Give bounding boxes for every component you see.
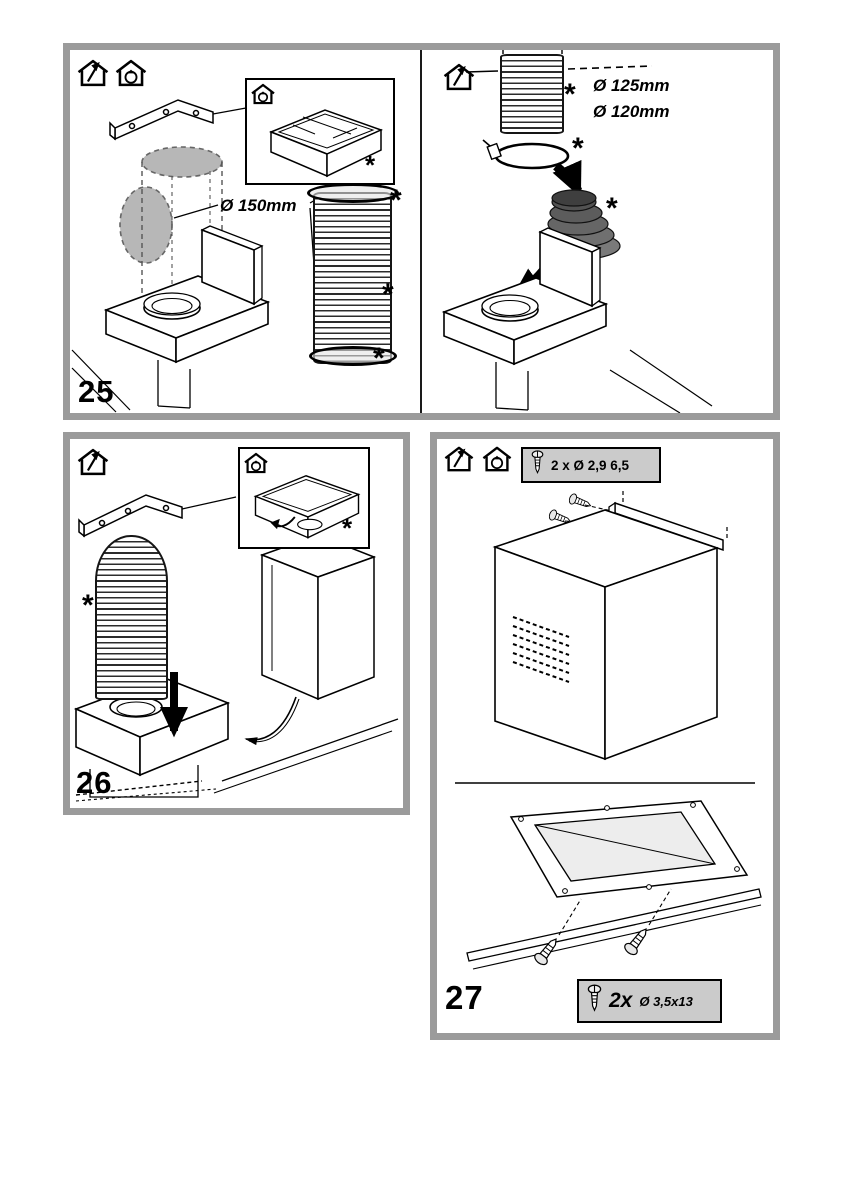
inset-leader-line — [212, 107, 247, 115]
recirculation-house-icon — [481, 445, 513, 478]
panel-step-25: * Ø 150mm * * * 25 Ø 125mm Ø 120mm * * * — [63, 43, 780, 420]
panel-step-26: * * 26 — [63, 432, 410, 815]
vented-house-icon — [442, 62, 476, 97]
screw-drawing — [622, 924, 653, 958]
vented-house-icon — [76, 447, 110, 482]
hose-clamp-bottom — [309, 346, 397, 366]
power-cable-drawing — [244, 696, 297, 746]
parts-box-bottom: 2x Ø 3,5x13 — [577, 979, 722, 1023]
floor-lines — [75, 718, 399, 796]
vented-house-icon — [443, 445, 475, 478]
mounting-plate-drawing — [466, 800, 762, 970]
parts-box-top: 2 x Ø 2,9 6,5 — [521, 447, 661, 483]
step-number: 27 — [445, 979, 484, 1016]
parts-size: Ø 3,5x13 — [639, 993, 693, 1009]
recirculation-house-icon — [114, 58, 148, 93]
bracket-drawing — [78, 494, 183, 538]
adapter-drawing — [268, 109, 384, 178]
screw-icon — [587, 983, 602, 1019]
asterisk-marker: * — [606, 192, 618, 225]
ceiling-line — [465, 50, 653, 73]
recirculation-house-icon — [250, 83, 276, 110]
asterisk-marker: * — [373, 342, 385, 375]
flexible-duct-125 — [500, 54, 564, 134]
panel-step-27: 2 x Ø 2,9 6,5 27 2x Ø 3,5x13 — [430, 432, 780, 1040]
asterisk-marker: * — [564, 78, 576, 111]
arrow-clamp-to-reducer — [552, 159, 583, 198]
screw-drawing — [567, 492, 593, 512]
asterisk-marker: * — [365, 150, 376, 180]
step26-line-art — [73, 494, 399, 802]
asterisk-marker: * — [342, 513, 353, 543]
wall-lines-right — [609, 349, 713, 413]
hood-drawing-right — [443, 227, 607, 411]
parts-qty: 2x — [609, 989, 633, 1012]
inset-leader-line — [181, 496, 237, 510]
duct-diameter-label: Ø 120mm — [593, 102, 670, 121]
duct-diameter-label: Ø 125mm — [593, 76, 670, 95]
hose-clamp-top — [307, 183, 399, 203]
asterisk-marker: * — [382, 278, 394, 311]
power-cable-drawing — [248, 698, 300, 743]
panel-divider-line — [420, 50, 422, 413]
screw-icon — [531, 449, 544, 481]
vented-house-icon — [76, 58, 110, 93]
asterisk-marker: * — [82, 589, 94, 622]
step-number: 26 — [76, 765, 113, 800]
clamp-drawing — [482, 139, 570, 170]
duct-diameter-label: Ø 150mm — [220, 196, 297, 215]
inset-detail-box: * — [245, 78, 395, 185]
parts-label: 2 x Ø 2,9 6,5 — [551, 457, 630, 473]
hood-drawing — [73, 676, 231, 802]
chimney-column-drawing — [259, 534, 377, 701]
bracket-drawing — [109, 99, 214, 141]
asterisk-marker: * — [390, 184, 402, 217]
asterisk-marker: * — [572, 132, 584, 165]
step25-line-art — [71, 50, 713, 413]
flexible-duct — [95, 535, 168, 700]
step-number: 25 — [78, 374, 115, 409]
adapter-drawing — [253, 475, 361, 539]
floor-lines-left — [71, 349, 131, 413]
flexible-duct-150 — [313, 192, 392, 364]
inset-detail-box: * — [238, 447, 370, 549]
step27-line-art — [455, 491, 762, 970]
chimney-bracket-drawing — [492, 491, 728, 761]
recirculation-house-icon — [243, 452, 269, 479]
